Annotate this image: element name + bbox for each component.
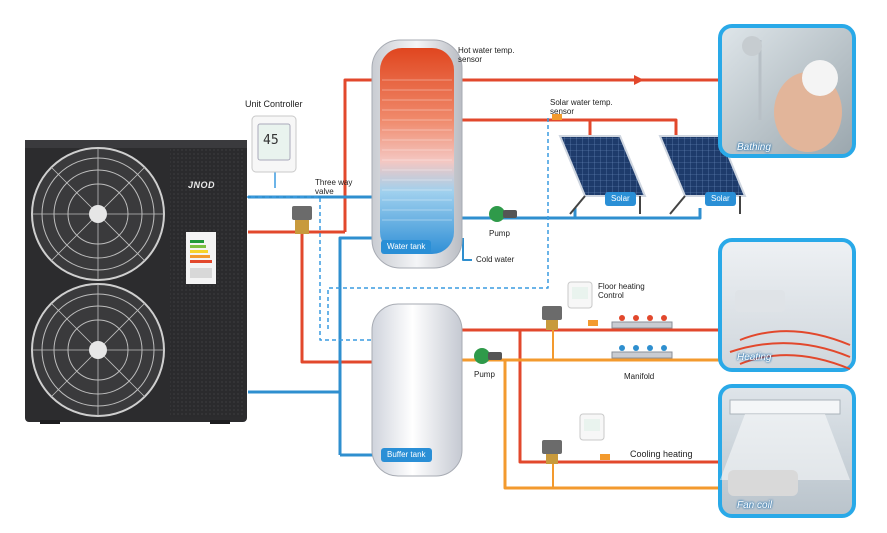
unit-controller (251, 115, 297, 173)
solar-sensor-block (552, 114, 562, 120)
solar-hot-pipe (455, 118, 678, 138)
sensor-wire-hot (244, 196, 378, 341)
valve-to-buffer-pipe (300, 232, 372, 364)
solar-panel-1 (558, 135, 647, 215)
pipes (244, 75, 740, 490)
buffer-tank-label: Buffer tank (381, 448, 432, 462)
manifold-label: Manifold (624, 372, 655, 381)
cooling-thermostat (579, 413, 605, 441)
brand-logo: JNOD (188, 180, 216, 190)
pump-solar (489, 206, 517, 222)
sensor-wire-solar (327, 118, 549, 330)
fan-coil-photo (718, 384, 856, 518)
unit-controller-label: Unit Controller (245, 99, 303, 109)
mixing-valve-lower (542, 440, 562, 464)
controller-display: 45 (263, 133, 279, 148)
cooling-sensor-block (600, 454, 610, 460)
hot-water-supply-pipe (343, 78, 740, 232)
bathing-photo (718, 24, 856, 158)
cold-water-pipe (462, 238, 472, 261)
cooling-return-pipe (503, 360, 720, 490)
fan-lower (31, 283, 165, 417)
heating-photo (718, 238, 856, 372)
bathing-caption: Bathing (737, 142, 771, 153)
three-way-valve (292, 206, 312, 234)
floor-heating-thermostat (567, 281, 593, 309)
flow-arrow-bathing (634, 75, 644, 85)
return-loop-pipe (338, 236, 378, 455)
floor-heating-control-label: Floor heating Control (598, 282, 645, 300)
controller-display-value: 45 (263, 133, 279, 148)
pump-label-buffer: Pump (474, 370, 495, 379)
fan-coil-caption: Fan coil (737, 500, 773, 511)
cold-water-label: Cold water (476, 255, 515, 264)
hot-water-sensor-label: Hot water temp. sensor (458, 46, 515, 64)
three-way-valve-label: Three way valve (315, 178, 353, 196)
heating-caption: Heating (737, 352, 772, 363)
solar-cold-pipe (455, 208, 702, 220)
cooling-heating-label: Cooling heating (630, 449, 693, 459)
cooling-supply-pipe (518, 330, 720, 464)
mixing-valve-upper (542, 306, 562, 330)
water-tank-label: Water tank (381, 240, 432, 254)
solar-label-2: Solar (705, 192, 736, 206)
solar-water-sensor-label: Solar water temp. sensor (550, 98, 613, 116)
floor-sensor-block (588, 320, 598, 326)
pump-label-solar: Pump (489, 229, 510, 238)
solar-label-1: Solar (605, 192, 636, 206)
fan-upper (31, 147, 165, 281)
energy-label (186, 232, 216, 284)
water-tank (371, 39, 463, 269)
pump-buffer (474, 348, 502, 364)
buffer-tank (371, 303, 463, 477)
heat-pump-unit (25, 140, 247, 424)
manifold (611, 315, 673, 359)
